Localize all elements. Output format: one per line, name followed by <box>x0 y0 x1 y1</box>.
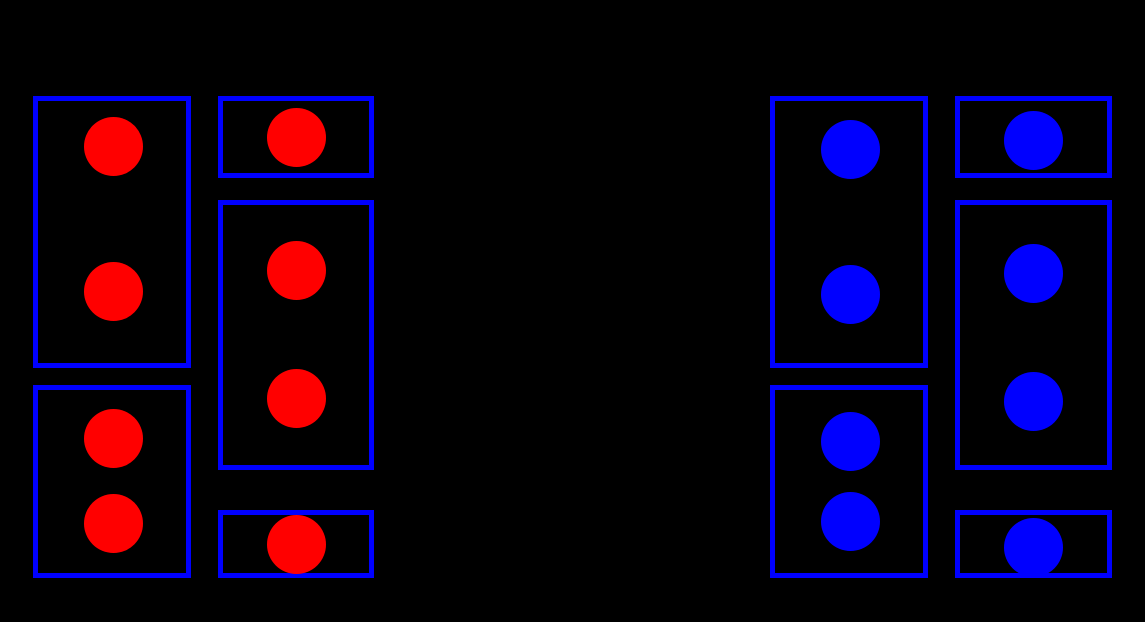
container-box[interactable] <box>33 96 191 368</box>
circle-dot[interactable] <box>1003 243 1063 303</box>
circle-dot[interactable] <box>266 368 326 428</box>
container-box[interactable] <box>218 200 374 470</box>
container-box[interactable] <box>955 96 1112 178</box>
container-box[interactable] <box>770 385 928 578</box>
circle-dot[interactable] <box>820 491 880 551</box>
circle-dot[interactable] <box>83 261 143 321</box>
circle-dot[interactable] <box>1003 110 1063 170</box>
container-box[interactable] <box>218 510 374 578</box>
circle-dot[interactable] <box>820 264 880 324</box>
container-box[interactable] <box>33 385 191 578</box>
circle-dot[interactable] <box>83 408 143 468</box>
container-box[interactable] <box>955 200 1112 470</box>
circle-dot[interactable] <box>266 240 326 300</box>
circle-dot[interactable] <box>820 411 880 471</box>
circle-dot[interactable] <box>83 493 143 553</box>
container-box[interactable] <box>218 96 374 178</box>
circle-dot[interactable] <box>266 514 326 574</box>
circle-dot[interactable] <box>1003 517 1063 577</box>
circle-dot[interactable] <box>83 116 143 176</box>
container-box[interactable] <box>770 96 928 368</box>
circle-dot[interactable] <box>1003 371 1063 431</box>
circle-dot[interactable] <box>266 107 326 167</box>
circle-dot[interactable] <box>820 119 880 179</box>
